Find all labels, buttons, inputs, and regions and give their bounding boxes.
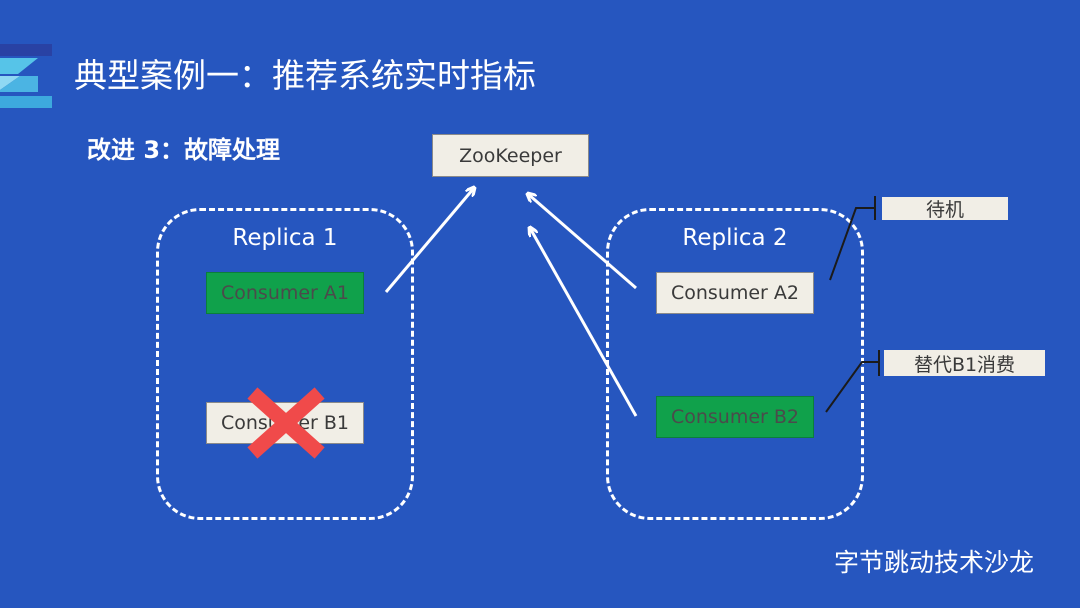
- replace-callout: 替代B1消费: [884, 350, 1045, 376]
- footer-brand: 字节跳动技术沙龙: [834, 548, 1035, 577]
- logo-icon: [0, 44, 52, 108]
- page-title: 典型案例一：推荐系统实时指标: [74, 56, 536, 95]
- replica-1-label: Replica 1: [232, 225, 338, 251]
- zookeeper-label: ZooKeeper: [459, 144, 562, 167]
- consumer-b1-node: Consumer B1: [206, 402, 364, 444]
- consumer-a2-label: Consumer A2: [670, 282, 799, 304]
- standby-callout: 待机: [882, 197, 1008, 221]
- zookeeper-node: ZooKeeper: [432, 134, 589, 177]
- consumer-b1-label: Consumer B1: [220, 412, 350, 434]
- replica-1-group: [156, 208, 414, 520]
- consumer-b2-label: Consumer B2: [670, 406, 800, 428]
- consumer-a1-node: Consumer A1: [206, 272, 364, 314]
- replica-2-group: [606, 208, 864, 520]
- standby-callout-label: 待机: [925, 199, 964, 221]
- consumer-a2-node: Consumer A2: [656, 272, 814, 314]
- consumer-a1-label: Consumer A1: [220, 282, 349, 304]
- replace-callout-label: 替代B1消费: [913, 353, 1016, 376]
- section-subtitle: 改进 3：故障处理: [87, 136, 281, 164]
- replica-2-label: Replica 2: [682, 225, 788, 251]
- consumer-b2-node: Consumer B2: [656, 396, 814, 438]
